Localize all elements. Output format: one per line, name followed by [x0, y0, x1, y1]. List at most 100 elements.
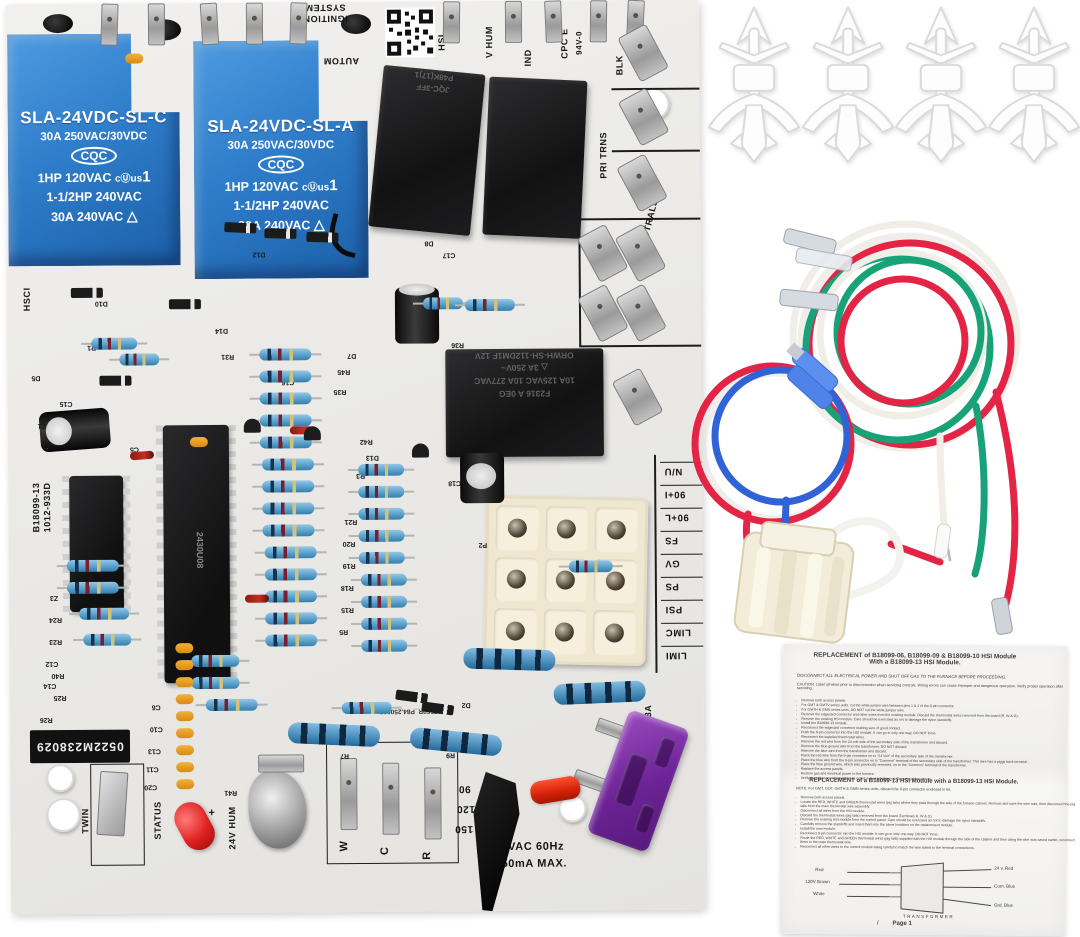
component-ref: D5: [31, 374, 41, 382]
spade-terminal: [504, 0, 523, 43]
transistor: [303, 426, 321, 441]
capacitor-orange: [175, 711, 194, 722]
capacitor-electrolytic: [394, 283, 440, 344]
resistor: [265, 612, 318, 625]
jumper-position-label: 150: [454, 823, 474, 835]
component-ref: D10: [94, 299, 108, 307]
transistor: [411, 443, 430, 458]
serial-sticker: 0522M238029: [29, 729, 131, 764]
component-ref: R18: [340, 584, 354, 592]
capacitor-orange: [175, 728, 194, 739]
component-ref: Z1: [37, 422, 46, 430]
spade-terminal: [199, 2, 220, 46]
capacitor-orange: [175, 660, 194, 671]
harness-plug: [733, 520, 855, 644]
component-ref: R23: [49, 638, 63, 646]
component-ref: R21: [344, 517, 358, 526]
component-ref: R7: [340, 752, 350, 760]
diode: [224, 222, 257, 234]
green-wire: [802, 252, 994, 444]
resistor: [358, 507, 405, 520]
twin-outline: [90, 763, 145, 866]
component-ref: D14: [215, 326, 228, 334]
silkscreen-line: [611, 87, 700, 90]
component-ref: K2: [454, 223, 464, 231]
resistor: [66, 581, 119, 595]
terminal-r: [424, 767, 442, 840]
spade-terminal: [615, 283, 667, 343]
molex-pin-socket: [495, 505, 539, 551]
component-ref: R5: [339, 628, 349, 636]
sheet-caution: CAUTION: Label all wires prior to discon…: [796, 682, 1064, 691]
component-ref: C15: [59, 399, 73, 408]
transistor: [243, 418, 261, 433]
component-ref: D7: [347, 351, 357, 360]
edge-connector-label: FS: [664, 534, 678, 546]
sheet-steps-1: Remove both access panels.For GMT & GMTV…: [796, 699, 1080, 783]
edge-connector-label: PSI: [665, 603, 683, 615]
microcontroller-ic: 2430U08: [155, 424, 238, 684]
nylon-standoff-3: [893, 2, 989, 179]
resistor: [264, 590, 318, 603]
quick-connect-terminal: [991, 597, 1013, 635]
component-ref: C20: [144, 783, 158, 791]
resistor: [361, 639, 408, 652]
resistor: [259, 414, 312, 427]
resistor: [341, 701, 392, 715]
component-ref: R24: [49, 616, 62, 624]
component-ref: R9: [446, 751, 456, 759]
component-ref: R42: [359, 437, 373, 445]
sheet-diagram: Red 120V Brown White 24 v. Red Com. Blue…: [805, 860, 1037, 920]
resistor: [191, 676, 240, 690]
nylon-standoffs: [700, 0, 1080, 175]
component-ref: D13: [365, 453, 379, 461]
diode: [168, 299, 201, 310]
resistor: [191, 654, 240, 668]
hum-24v-label: 24V HUM: [227, 806, 238, 850]
status-plus-label: +: [208, 806, 216, 820]
diode: [264, 228, 297, 239]
qr-code: [384, 7, 436, 58]
hum-bracket: [258, 754, 305, 773]
edge-connector-label: GV: [664, 557, 680, 569]
component-ref: C13: [148, 747, 161, 755]
ic-marking: 2430U08: [194, 531, 206, 569]
component-ref: C12: [45, 660, 59, 668]
resistor: [262, 524, 315, 537]
component-ref: P2: [478, 541, 488, 549]
power-resistor: [287, 722, 381, 748]
edge-connector-label: LIMI: [665, 649, 687, 661]
component-ref: D2: [461, 701, 471, 709]
sheet-steps-2: Remove both access panels.Locate the RED…: [795, 796, 1079, 852]
component-ref: R40: [51, 672, 65, 680]
red-wire-tail: [992, 388, 1019, 608]
pri-trns-label: PRI TRNS: [598, 131, 609, 179]
sheet-page-number: /Page 1: [876, 920, 912, 927]
silkscreen-line: [661, 645, 704, 647]
component-ref: C17: [442, 251, 456, 259]
hum-terminal-cap: [248, 770, 307, 849]
relay-blue-left: SLA-24VDC-SL-C 30A 250VAC/30VDC CQC 1HP …: [7, 33, 181, 266]
v-hum-label: V HUM: [483, 26, 495, 59]
power-resistor: [553, 680, 647, 706]
capacitor-electrolytic: [459, 452, 505, 504]
sheet-warning: DISCONNECT ALL ELECTRICAL POWER AND SHUT…: [796, 673, 1007, 680]
capacitor-electrolytic: [38, 407, 112, 453]
spade-terminal: [577, 283, 629, 343]
sheet-heading-2: REPLACEMENT of a B18099-13 HSI Module wi…: [809, 776, 1019, 786]
nylon-standoff-4: [986, 2, 1080, 179]
nylon-standoff-1: [706, 2, 802, 179]
capacitor-orange: [125, 53, 144, 64]
automatic-label: AUTOM: [323, 55, 360, 67]
resistor: [360, 573, 407, 586]
diode: [306, 231, 339, 243]
cert-triangle-icon: △: [126, 207, 138, 224]
blk-label: BLK: [614, 54, 625, 76]
component-ref: R25: [53, 694, 67, 702]
component-ref: R35: [333, 388, 347, 396]
ind-label: IND: [522, 49, 533, 67]
diode: [70, 287, 103, 298]
